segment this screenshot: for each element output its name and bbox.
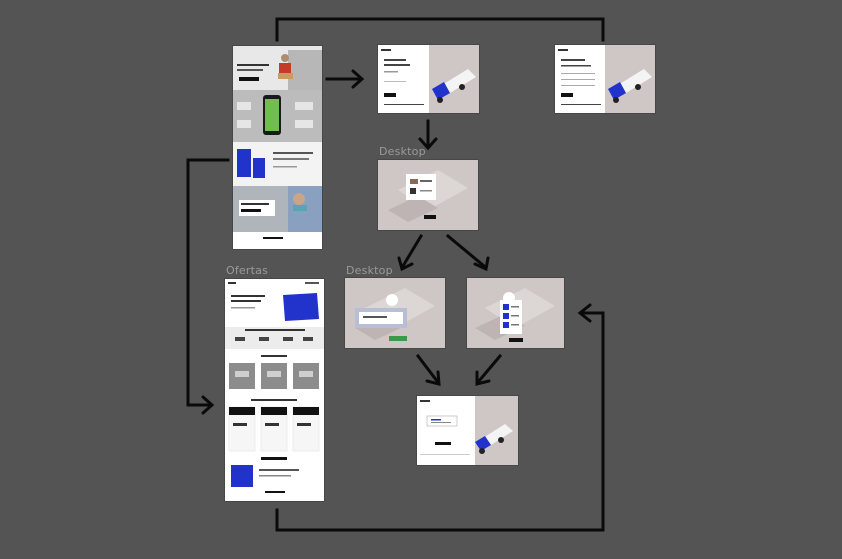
- connector-left-to-confirm: [415, 353, 440, 384]
- arrowhead-left-loop: [201, 395, 215, 415]
- arrowhead-bottom-loop: [577, 303, 592, 323]
- frame-landing-mobile[interactable]: [233, 46, 322, 249]
- connector-right-to-confirm: [476, 353, 503, 384]
- confirm-mockup: [420, 396, 518, 465]
- arrowhead-right-confirm: [475, 370, 491, 386]
- desktop-map-mockup-1: [378, 160, 478, 230]
- frame-offers-page[interactable]: [225, 279, 324, 501]
- connector-top-loop: [275, 17, 605, 42]
- arrowhead-desktop-left: [397, 256, 414, 272]
- frame-desktop-map-1[interactable]: [378, 160, 478, 230]
- frame-confirm-desktop[interactable]: [417, 396, 518, 465]
- frame-login-desktop-1[interactable]: [378, 45, 479, 113]
- arrowhead-left-confirm: [425, 370, 441, 386]
- label-desktop-1: Desktop: [379, 145, 426, 158]
- landing-mockup: [233, 46, 322, 239]
- frame-desktop-map-2[interactable]: [345, 278, 445, 348]
- connector-bottom-loop: [275, 311, 605, 532]
- label-offers: Ofertas: [226, 264, 269, 277]
- arrowhead-desktop-right: [473, 256, 490, 272]
- arrowhead-login-desktop: [418, 137, 438, 151]
- login-mockup-1: [381, 45, 479, 113]
- login-mockup-2: [558, 45, 655, 113]
- offers-mockup: [225, 282, 324, 493]
- frame-login-desktop-2[interactable]: [555, 45, 655, 113]
- desktop-map-mockup-3: [475, 288, 555, 342]
- connector-desktop-to-left: [400, 233, 424, 269]
- arrowhead-landing-login: [351, 69, 365, 89]
- connector-desktop-to-right: [445, 233, 487, 269]
- frame-desktop-map-3[interactable]: [467, 278, 564, 348]
- label-desktop-2: Desktop: [346, 264, 393, 277]
- desktop-map-mockup-2: [355, 288, 435, 341]
- connector-left-loop: [186, 158, 230, 407]
